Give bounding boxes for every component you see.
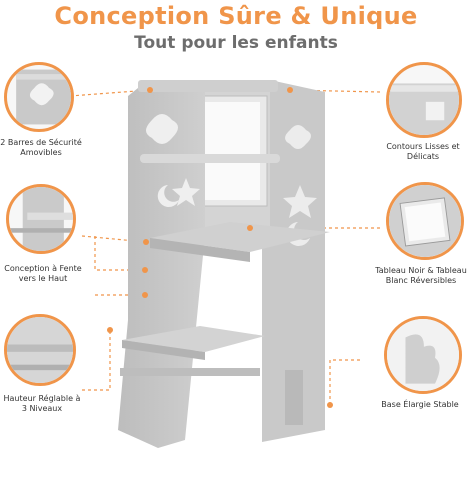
detail-safety-bars (4, 62, 74, 132)
stool-top-rail (138, 80, 280, 163)
stool-right-panel (262, 80, 325, 442)
detail-wide-base (384, 316, 462, 394)
page-title: Conception Sûre & Unique (54, 2, 418, 30)
callout-markers (107, 87, 333, 408)
label-wide-base: Base Élargie Stable (381, 400, 459, 409)
detail-slot-design (6, 184, 76, 254)
page-subtitle: Tout pour les enfants (134, 33, 338, 53)
detail-smooth-edges (386, 62, 462, 138)
detail-adjustable-height (4, 314, 76, 386)
stool-left-panel (118, 80, 205, 448)
detail-reversible-board (386, 182, 464, 260)
stool-platform (150, 222, 330, 262)
stool-step (120, 326, 265, 376)
